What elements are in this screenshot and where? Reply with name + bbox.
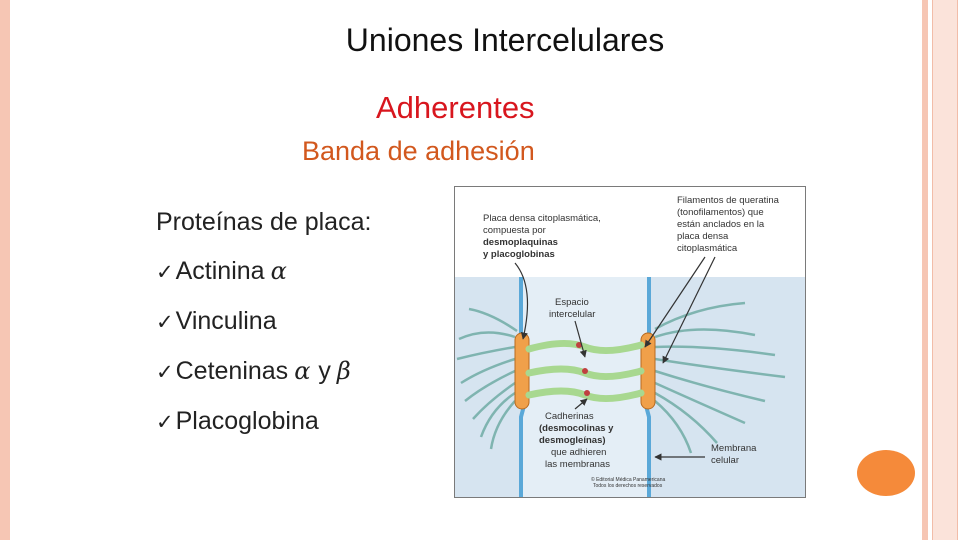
cadherin-chains xyxy=(525,340,645,402)
bullet-text: Ceteninas xyxy=(175,357,289,385)
left-tonofilaments xyxy=(456,307,518,450)
label-mem-line1: Membrana xyxy=(711,443,757,454)
intercellular-space xyxy=(521,277,649,497)
check-icon: ✓ xyxy=(156,360,174,384)
label-cad-bold2: desmogleínas) xyxy=(539,435,606,446)
greek-symbol: α xyxy=(294,357,311,385)
label-espacio-line2: intercelular xyxy=(549,309,595,320)
bullet-text: Actinina xyxy=(175,257,265,285)
check-icon: ✓ xyxy=(156,310,174,334)
check-icon: ✓ xyxy=(156,410,174,434)
label-cad-bold1: (desmocolinas y xyxy=(539,423,614,434)
label-fil-line2: (tonofilamentos) que xyxy=(677,207,764,218)
decorative-orange-dot xyxy=(857,450,915,496)
frame-left-border xyxy=(0,0,10,540)
check-icon: ✓ xyxy=(156,260,174,284)
bullet-item-vinculina: ✓Vinculina xyxy=(156,306,351,356)
label-cad-line1: Cadherinas xyxy=(545,411,594,422)
greek-symbol-2: β xyxy=(336,357,351,385)
label-fil-line4: placa densa xyxy=(677,231,729,242)
label-placa-bold2: y placoglobinas xyxy=(483,249,555,260)
bullet-joiner: y xyxy=(318,357,331,385)
credit-line2: Todos los derechos reservados xyxy=(593,483,663,489)
label-fil-line5: citoplasmática xyxy=(677,243,738,254)
credit-line1: © Editorial Médica Panamericana xyxy=(591,476,665,483)
adhesion-belt-figure: Placa densa citoplasmática, compuesta po… xyxy=(454,186,806,498)
label-mem-line2: celular xyxy=(711,455,739,466)
slide-subtitle: Adherentes xyxy=(376,90,535,125)
label-fil-line1: Filamentos de queratina xyxy=(677,195,780,206)
greek-symbol: α xyxy=(270,257,287,285)
label-fil-line3: están anclados en la xyxy=(677,219,765,230)
label-espacio-line1: Espacio xyxy=(555,297,589,308)
bullet-item-placoglobina: ✓Placoglobina xyxy=(156,406,351,456)
label-cad-line2: que adhieren xyxy=(551,447,606,458)
label-cad-line3: las membranas xyxy=(545,459,610,470)
frame-right-band xyxy=(932,0,958,540)
label-placa-line2: compuesta por xyxy=(483,225,546,236)
bullet-text: Vinculina xyxy=(175,307,277,335)
slide-subsubtitle: Banda de adhesión xyxy=(302,136,535,166)
bullet-text: Placoglobina xyxy=(175,407,319,435)
adhesion-belt-diagram: Placa densa citoplasmática, compuesta po… xyxy=(455,195,805,497)
label-placa-line1: Placa densa citoplasmática, xyxy=(483,213,601,224)
label-placa-bold1: desmoplaquinas xyxy=(483,237,558,248)
intro-text: Proteínas de placa: xyxy=(156,208,372,236)
frame-right-stripe xyxy=(922,0,928,540)
callout-arrows xyxy=(514,256,716,461)
slide-title: Uniones Intercelulares xyxy=(345,22,665,58)
